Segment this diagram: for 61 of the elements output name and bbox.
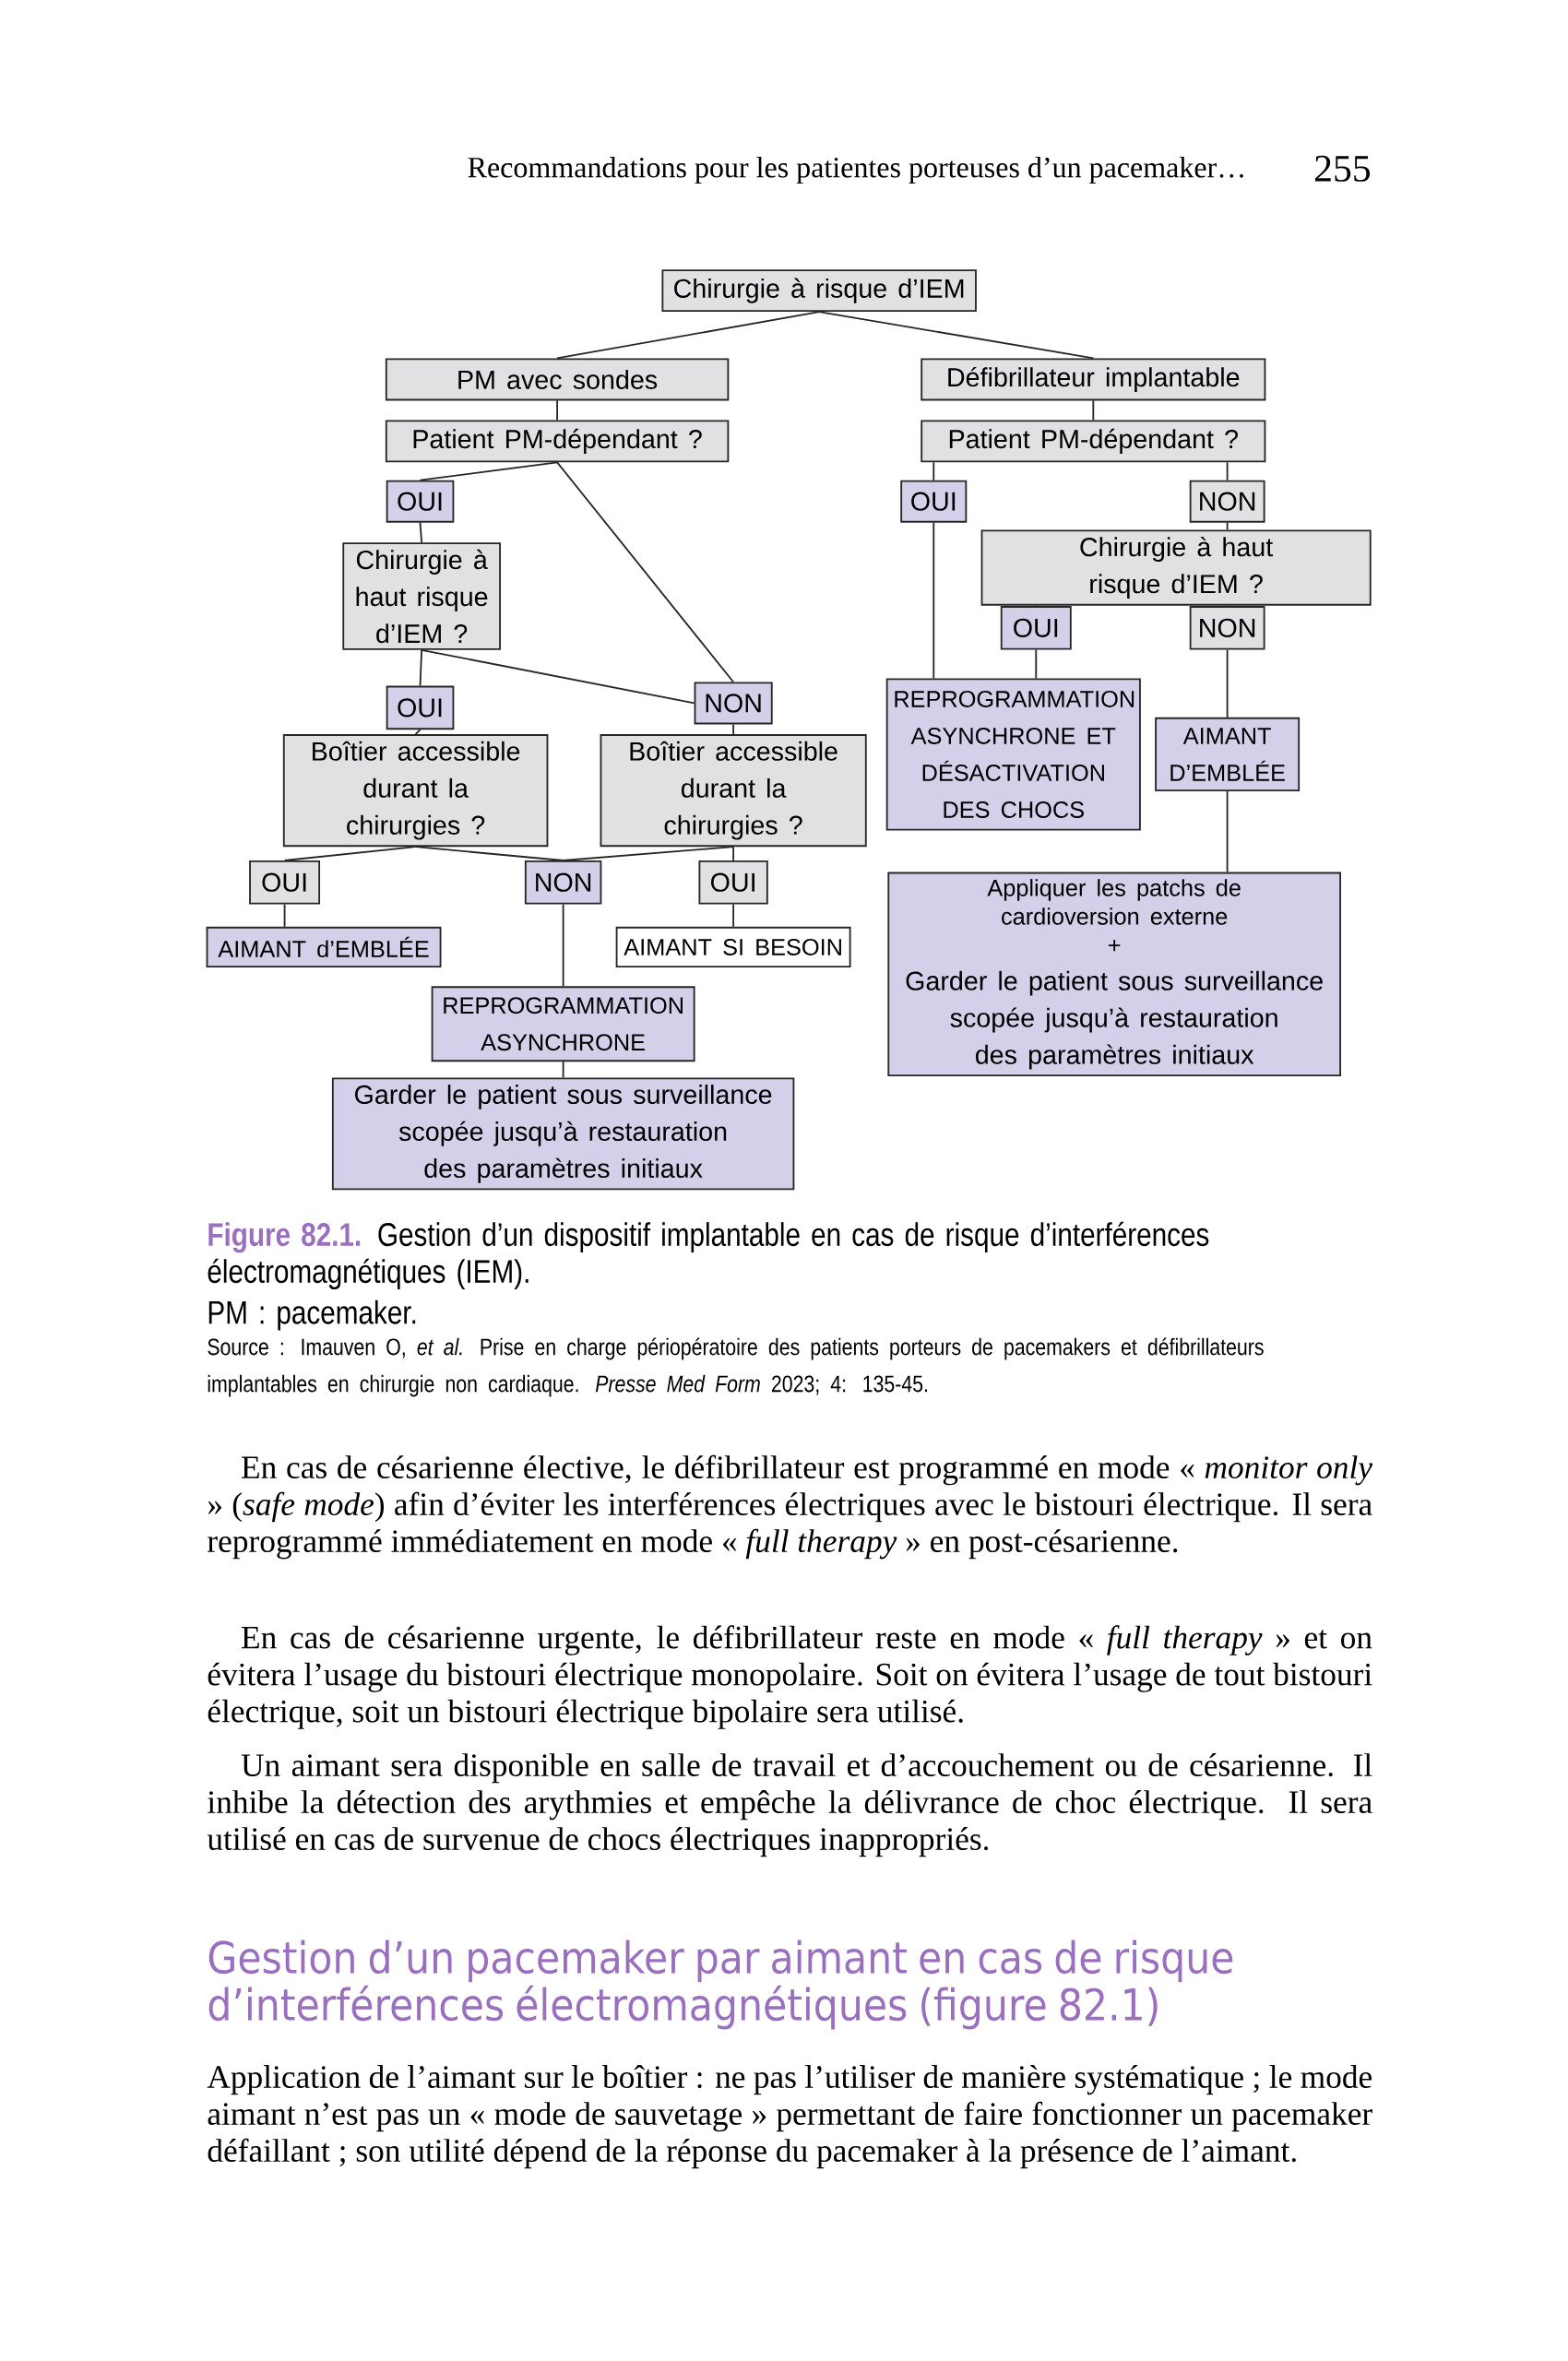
connector-line [732,723,735,736]
answer-tag: NON [525,860,602,905]
connector-line [932,461,935,481]
connector-line [732,903,735,928]
answer-tag: OUI [386,685,455,730]
action-box: REPROGRAMMATION ASYNCHRONE ET DÉSACTIVATION DES CHOCS [885,678,1142,831]
connector-line [556,311,821,360]
source-note: Source : Imauven O, et al. Prise en charge périopératoire des patients porteurs de pacemakers et défibrillateurs implantables en chirurgie non cardiaque. Presse Med Form 2023; 4: 135-45. [208,1337,1264,1397]
category-box: Défibrillateur implantable [921,358,1266,401]
connector-line [419,461,559,481]
connector-line [562,846,735,861]
connector-line [1226,521,1229,531]
action-box: REPROGRAMMATION ASYNCHRONE [431,986,695,1062]
connector-line [818,311,1095,360]
question-box: Chirurgie à risque d’IEM [661,269,978,313]
page-number: 255 [1315,155,1371,182]
connector-line [1226,461,1229,481]
answer-tag: OUI [386,480,455,523]
connector-line [1092,399,1095,421]
body-paragraph: En cas de césarienne élective, le défibrillateur est programmé en mode « monitor only » (safe mode) afin d’éviter les interférences électriques avec le bistouri électrique. Il sera reprogrammé immédiatement en mode « full therapy » en post-césarienne. [208,1454,1373,1560]
question-box: Patient PM-dépendant ? [386,420,730,463]
connector-line [419,648,423,687]
question-box: Boîtier accessible durant la chirurgies ? [600,734,867,848]
body-paragraph: Un aimant sera disponible en salle de travail et d’accouchement ou de césarienne. Il inhibe la détection des arythmies et empêche la délivrance de choc électrique. Il sera utilisé en cas de survenue de chocs électriques inappropriés. [208,1753,1372,1857]
question-box: Patient PM-dépendant ? [921,420,1266,463]
action-box: AIMANT SI BESOIN [615,926,851,968]
connector-line [556,461,735,683]
answer-tag: NON [1189,606,1265,650]
action-box: AIMANT d’EMBLÉE [206,926,442,968]
connector-line [414,729,422,736]
connector-line [1035,648,1038,680]
connector-line [421,648,695,705]
category-box: PM avec sondes [386,358,730,401]
connector-line [414,846,564,861]
connector-line [283,903,286,928]
connector-line [556,399,559,421]
answer-tag: NON [1189,480,1265,523]
connector-line [932,521,935,680]
connector-line [562,1061,564,1079]
running-header: Recommandations pour les patientes porteuses d’un pacemaker… [468,156,1244,184]
connector-line [1226,648,1229,718]
connector-line [419,521,423,544]
answer-tag: NON [694,682,773,725]
question-box: Chirurgie à haut risque d’IEM ? [342,542,502,650]
action-box: Appliquer les patchs de cardioversion externe + Garder le patient sous surveillance scopée jusqu’à restauration des paramètres initiaux [887,872,1342,1077]
action-box: AIMANT D’EMBLÉE [1155,717,1301,792]
answer-tag: OUI [1001,606,1072,650]
connector-line [562,903,564,988]
figure-caption: PM : pacemaker. [209,1299,416,1331]
answer-tag: OUI [900,480,968,523]
action-box: Garder le patient sous surveillance scopée jusqu’à restauration des paramètres initiaux [332,1077,795,1191]
connector-line [283,846,417,861]
connector-line [1226,790,1229,873]
question-box: Boîtier accessible durant la chirurgies ? [283,734,549,848]
answer-tag: OUI [698,860,768,905]
figure-caption: Figure 82.1. Gestion d’un dispositif implantable en cas de risque d’interférences électromagnétiques (IEM). [208,1221,1209,1290]
connector-line [732,846,735,861]
body-paragraph: En cas de césarienne urgente, le défibrillateur reste en mode « full therapy » et on évitera l’usage du bistouri électrique monopolaire. Soit on évitera l’usage de tout bistouri électrique, soit un bistouri électrique bipolaire sera utilisé. [208,1625,1372,1729]
section-heading: Gestion d’un pacemaker par aimant en cas de risque d’interférences électromagnétiques (figure 82.1) [208,1940,1233,2030]
answer-tag: OUI [249,860,321,905]
body-paragraph: Application de l’aimant sur le boîtier : ne pas l’utiliser de manière systématique ; le mode aimant n’est pas un « mode de sauvetage » permettant de faire fonctionner un pacemaker défaillant ; son utilité dépend de la réponse du pacemaker à la présence de l’aimant. [207,2065,1373,2169]
